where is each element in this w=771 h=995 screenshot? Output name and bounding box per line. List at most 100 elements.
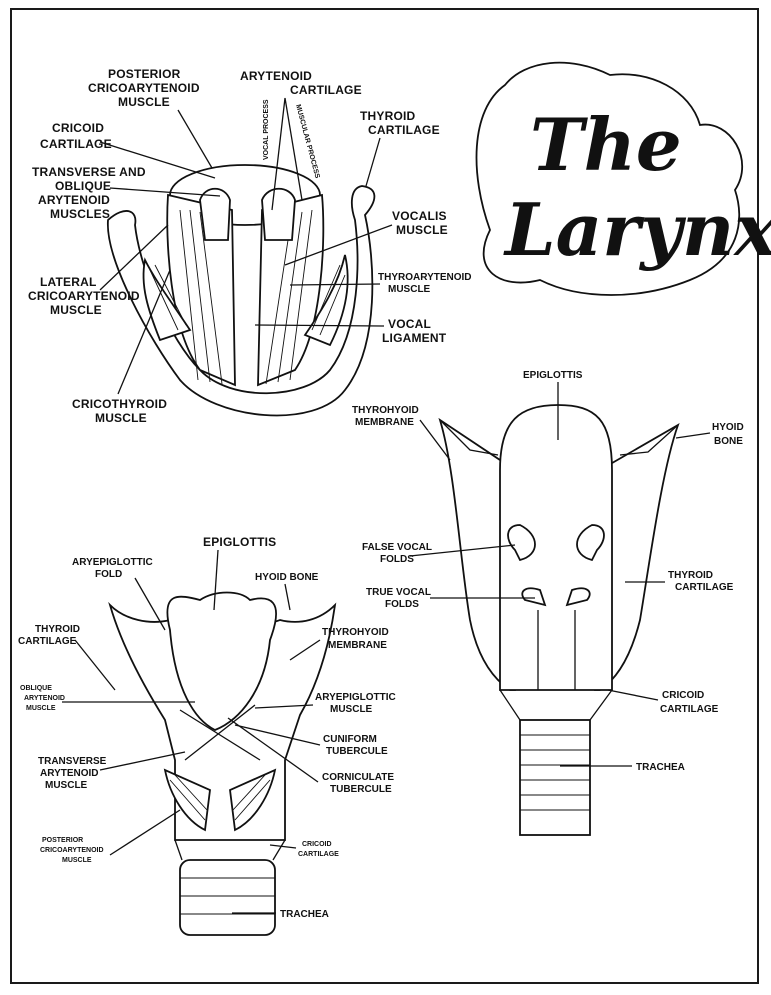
superior-view-labels: POSTERIOR CRICOARYTENOID MUSCLE ARYTENOI… <box>28 67 472 425</box>
lbl-ta-2: MUSCLE <box>388 284 431 295</box>
leader-l-thy <box>74 639 116 691</box>
leader-to <box>109 187 221 197</box>
leader-r-hyoid <box>675 432 711 439</box>
lbl-r-cric-1: CRICOID <box>662 690 704 701</box>
lbl-to-1: TRANSVERSE AND <box>32 165 146 179</box>
epiglottis-body <box>499 404 613 691</box>
leader-l-hyoid <box>284 583 291 611</box>
lbl-r-tvf-1: TRUE VOCAL <box>366 587 431 598</box>
lbl-l-thy-1: THYROID <box>35 624 80 635</box>
true-fold-left <box>521 587 547 607</box>
lbl-vl-1: VOCAL <box>388 317 431 331</box>
lbl-l-thm-1: THYROHYOID <box>322 627 389 638</box>
lbl-vl-2: LIGAMENT <box>382 331 447 345</box>
lbl-muscular-process: MUSCULAR PROCESS <box>294 104 321 180</box>
lbl-l-cric-2: CARTILAGE <box>298 851 339 858</box>
leader-l-aem <box>254 704 314 709</box>
left-arytenoid <box>199 187 231 241</box>
lbl-pca-1: POSTERIOR <box>108 67 181 81</box>
lbl-r-tvf-2: FOLDS <box>385 599 419 610</box>
lbl-l-oa-3: MUSCLE <box>26 705 56 712</box>
leader-ta <box>289 283 381 286</box>
lbl-to-2: OBLIQUE <box>55 179 111 193</box>
cricoid-l-join <box>174 839 286 861</box>
coronal-section-labels: EPIGLOTTIS THYROHYOID MEMBRANE HYOID BON… <box>352 370 744 773</box>
leader-l-cun <box>234 724 321 746</box>
lbl-l-epi: EPIGLOTTIS <box>203 535 276 549</box>
true-fold-right <box>565 587 591 607</box>
title-line-1: The <box>530 102 682 187</box>
trachea-tube <box>519 719 591 836</box>
right-arytenoid <box>261 187 296 241</box>
lbl-l-ta-1: TRANSVERSE <box>38 756 107 767</box>
lbl-l-pca-3: MUSCLE <box>62 857 92 864</box>
posterior-view-labels: EPIGLOTTIS ARYEPIGLOTTIC FOLD HYOID BONE… <box>18 535 396 920</box>
coronal-section-diagram <box>438 404 680 836</box>
lbl-ary-2: CARTILAGE <box>290 83 362 97</box>
page-border <box>10 8 759 984</box>
lbl-cricoid-2: CARTILAGE <box>40 137 112 151</box>
title-block: The Larynx <box>475 61 771 296</box>
epiglottis-l <box>166 591 277 731</box>
lbl-ary-1: ARYTENOID <box>240 69 312 83</box>
false-fold-left <box>507 524 536 562</box>
leader-l-cric <box>269 844 297 849</box>
leader-cricoid <box>99 141 216 179</box>
leader-l-aef <box>134 577 166 631</box>
leader-lca <box>99 224 169 291</box>
lbl-vocalis-1: VOCALIS <box>392 209 447 223</box>
lbl-r-thy-1: THYROID <box>668 570 713 581</box>
leader-l-thm <box>289 639 321 661</box>
lbl-l-cric-1: CRICOID <box>302 841 332 848</box>
lbl-thyroid-2: CARTILAGE <box>368 123 440 137</box>
lbl-pca-3: MUSCLE <box>118 95 170 109</box>
aryepiglottic-crossing <box>179 704 261 761</box>
lateral-shading-left <box>149 264 187 331</box>
lbl-l-cun-2: TUBERCULE <box>326 746 388 757</box>
cricoid-join <box>499 689 613 721</box>
lbl-r-hyoid-2: BONE <box>714 436 743 447</box>
lbl-ta-1: THYROARYTENOID <box>378 272 472 283</box>
lbl-lca-2: CRICOARYTENOID <box>28 289 140 303</box>
lbl-l-ta-2: ARYTENOID <box>40 768 99 779</box>
lbl-r-thm-2: MEMBRANE <box>355 417 414 428</box>
lbl-l-oa-2: ARYTENOID <box>24 695 65 702</box>
lbl-r-epi: EPIGLOTTIS <box>523 370 583 381</box>
title-bubble <box>475 61 744 296</box>
lbl-l-thy-2: CARTILAGE <box>18 636 77 647</box>
lbl-l-aem-2: MUSCLE <box>330 704 373 715</box>
lbl-l-corn-2: TUBERCULE <box>330 784 392 795</box>
trachea-l <box>179 859 276 936</box>
lbl-l-hyoid: HYOID BONE <box>255 572 319 583</box>
lbl-l-trachea: TRACHEA <box>280 909 329 920</box>
posterior-view-diagram <box>108 591 337 936</box>
lbl-thyroid-1: THYROID <box>360 109 416 123</box>
lbl-to-3: ARYTENOID <box>38 193 110 207</box>
lbl-ct-1: CRICOTHYROID <box>72 397 167 411</box>
lbl-r-cric-2: CARTILAGE <box>660 704 719 715</box>
lbl-l-aef-2: FOLD <box>95 569 122 580</box>
leader-vocalis <box>284 224 393 266</box>
leader-r-cric <box>607 689 659 701</box>
lbl-pca-2: CRICOARYTENOID <box>88 81 200 95</box>
lbl-l-oa-1: OBLIQUE <box>20 685 52 692</box>
lbl-lca-3: MUSCLE <box>50 303 102 317</box>
lbl-r-trachea: TRACHEA <box>636 762 685 773</box>
hyoid-horns <box>439 419 679 456</box>
leader-l-pca <box>109 809 181 856</box>
lbl-l-aem-1: ARYEPIGLOTTIC <box>315 692 396 703</box>
lbl-l-ta-3: MUSCLE <box>45 780 88 791</box>
trachea-l-rings <box>180 877 275 915</box>
lbl-r-thm-1: THYROHYOID <box>352 405 419 416</box>
leader-ct <box>117 269 171 395</box>
leader-l-corn <box>227 717 319 783</box>
trachea-rings <box>520 734 590 811</box>
lbl-r-thy-2: CARTILAGE <box>675 582 734 593</box>
airway <box>537 610 576 690</box>
lbl-ct-2: MUSCLE <box>95 411 147 425</box>
lbl-cricoid-1: CRICOID <box>52 121 104 135</box>
leader-l-epi <box>213 549 219 611</box>
false-fold-right <box>576 524 605 562</box>
